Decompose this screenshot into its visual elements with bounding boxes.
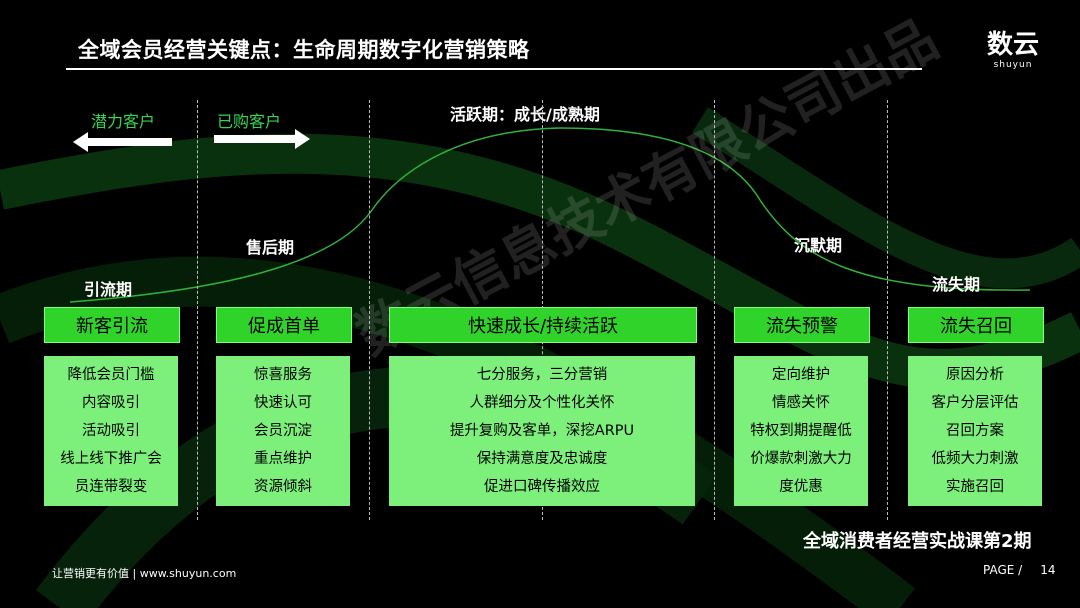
page-number: 14	[1040, 563, 1056, 577]
column-head-new-customer: 新客引流	[44, 307, 180, 343]
list-item: 度优惠	[779, 479, 823, 495]
list-item: 提升复购及客单，深挖ARPU	[449, 423, 635, 439]
lifecycle-curve	[69, 127, 1031, 303]
phase-active-label: 活跃期：成长/成熟期	[450, 105, 600, 124]
list-item: 价爆款刺激大力	[750, 451, 852, 467]
list-item: 内容吸引	[82, 395, 140, 411]
divider-line	[369, 100, 370, 520]
column-details-recall: 原因分析 客户分层评估 召回方案 低频大力刺激 实施召回	[908, 356, 1042, 506]
column-details-churn-warning: 定向维护 情感关怀 特权到期提醒低 价爆款刺激大力 度优惠	[734, 356, 868, 506]
potential-customer-label: 潜力客户	[91, 112, 156, 131]
list-item: 惊喜服务	[254, 367, 312, 383]
column-details-first-order: 惊喜服务 快速认可 会员沉淀 重点维护 资源倾斜	[216, 356, 350, 506]
phase-acquisition-label: 引流期	[84, 280, 133, 299]
list-item: 员连带裂变	[74, 479, 148, 495]
list-item: 线上线下推广会	[60, 451, 162, 467]
page-indicator: PAGE / 14	[983, 563, 1056, 577]
brand-logo: 数云 shuyun	[978, 30, 1048, 70]
column-head-churn-warning: 流失预警	[734, 307, 870, 343]
divider-line	[887, 100, 888, 520]
page-label: PAGE /	[983, 563, 1023, 577]
list-item: 七分服务，三分营销	[476, 367, 608, 383]
list-item: 促进口碑传播效应	[484, 479, 600, 495]
logo-text: 数云	[986, 30, 1039, 60]
list-item: 特权到期提醒低	[750, 423, 852, 439]
column-details-new-customer: 降低会员门槛 内容吸引 活动吸引 线上线下推广会 员连带裂变	[44, 356, 178, 506]
logo-subtext: shuyun	[993, 60, 1033, 70]
phase-dormant-label: 沉默期	[794, 236, 843, 255]
list-item: 定向维护	[772, 367, 830, 383]
page-title: 全域会员经营关键点：生命周期数字化营销策略	[78, 38, 530, 62]
list-item: 降低会员门槛	[67, 367, 155, 383]
column-details-growth: 七分服务，三分营销 人群细分及个性化关怀 提升复购及客单，深挖ARPU 保持满意…	[389, 356, 695, 506]
list-item: 活动吸引	[82, 423, 140, 439]
phase-churn-label: 流失期	[932, 275, 981, 294]
list-item: 重点维护	[254, 451, 312, 467]
footer-tagline: 让营销更有价值 | www.shuyun.com	[52, 567, 237, 580]
list-item: 情感关怀	[772, 395, 830, 411]
phase-aftersale-label: 售后期	[246, 238, 295, 257]
list-item: 人群细分及个性化关怀	[469, 395, 615, 411]
divider-line	[197, 100, 198, 520]
column-head-recall: 流失召回	[908, 307, 1044, 343]
right-arrow-icon	[214, 129, 310, 149]
list-item: 资源倾斜	[254, 479, 312, 495]
divider-line	[714, 100, 715, 520]
list-item: 实施召回	[946, 479, 1004, 495]
list-item: 低频大力刺激	[931, 451, 1019, 467]
title-divider	[66, 68, 922, 70]
list-item: 客户分层评估	[931, 395, 1019, 411]
list-item: 会员沉淀	[254, 423, 312, 439]
course-title: 全域消费者经营实战课第2期	[803, 531, 1032, 552]
list-item: 快速认可	[254, 395, 312, 411]
list-item: 召回方案	[946, 423, 1004, 439]
list-item: 保持满意度及忠诚度	[476, 451, 608, 467]
column-head-first-order: 促成首单	[216, 307, 352, 343]
purchased-customer-label: 已购客户	[217, 112, 282, 131]
left-arrow-icon	[73, 132, 172, 152]
list-item: 原因分析	[946, 367, 1004, 383]
column-head-growth: 快速成长/持续活跃	[389, 307, 697, 343]
